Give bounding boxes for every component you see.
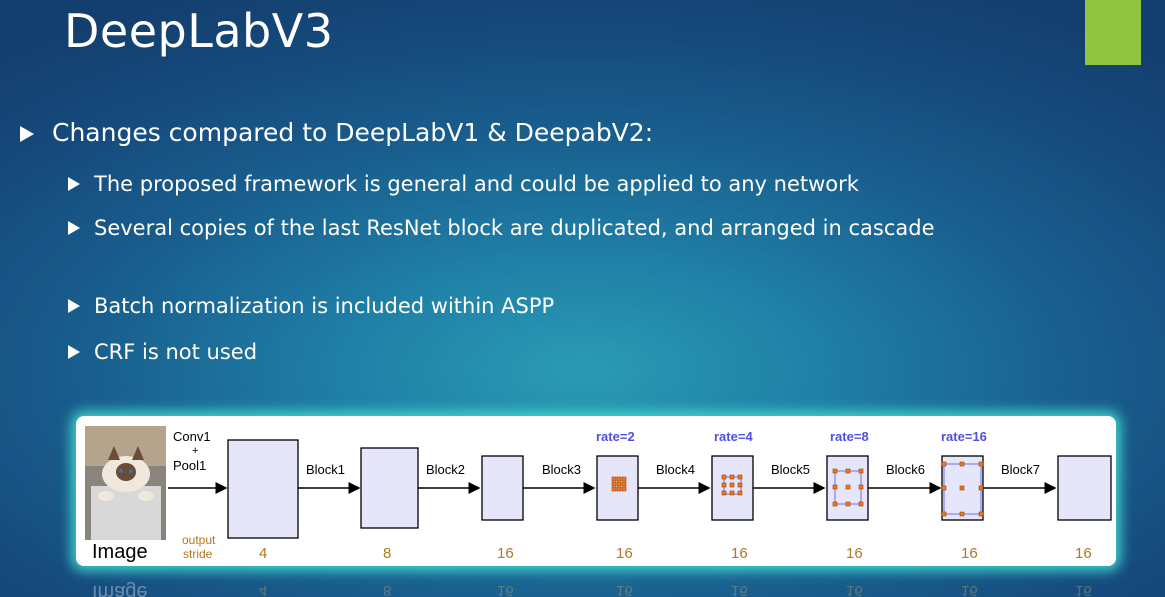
cat-image <box>85 426 166 540</box>
diagram-svg: Image Conv1 + Pool1 Block1 Block2 Block3… <box>85 426 1112 563</box>
reflection-stride: 16 <box>1075 582 1092 597</box>
rate4-label: rate=4 <box>714 429 753 444</box>
sub-bullet-text: The proposed framework is general and co… <box>94 172 859 196</box>
reflection-stride: 16 <box>846 582 863 597</box>
architecture-diagram: Image Conv1 + Pool1 Block1 Block2 Block3… <box>76 416 1116 566</box>
block7-label: Block7 <box>1001 462 1040 477</box>
rate8-label: rate=8 <box>830 429 869 444</box>
image-label: Image <box>92 541 148 563</box>
reflection-stride: 16 <box>961 582 978 597</box>
reflection-stride: 8 <box>383 582 391 597</box>
output-stride-label-2: stride <box>183 547 213 561</box>
bullet-main-text: Changes compared to DeepLabV1 & DeepabV2… <box>52 118 654 147</box>
block3-label: Block3 <box>542 462 581 477</box>
sub-bullet-text: Batch normalization is included within A… <box>94 294 555 318</box>
output-stride-label-1: output <box>182 533 216 547</box>
block1-label: Block1 <box>306 462 345 477</box>
output-feature-map <box>1057 455 1112 521</box>
kernel-rate-4-icon <box>721 474 743 496</box>
rate2-label: rate=2 <box>596 429 635 444</box>
reflection-stride: 16 <box>497 582 514 597</box>
stride-value: 16 <box>961 545 978 562</box>
kernel-rate-2-icon <box>611 476 627 492</box>
rate16-label: rate=16 <box>941 429 987 444</box>
stride-value: 16 <box>846 545 863 562</box>
stride-value: 16 <box>731 545 748 562</box>
feature-map-stride-4 <box>227 439 299 539</box>
sub-bullet-arrow-icon <box>68 177 80 191</box>
conv-label: Conv1 <box>173 429 211 444</box>
sub-bullet-arrow-icon <box>68 299 80 313</box>
block6-label: Block6 <box>886 462 925 477</box>
stride-value: 16 <box>616 545 633 562</box>
feature-map-stride-8 <box>360 447 419 529</box>
sub-bullet-arrow-icon <box>68 345 80 359</box>
block2-label: Block2 <box>426 462 465 477</box>
reflection-svg: Image 4 8 16 16 16 16 16 16 <box>92 581 1092 597</box>
sub-bullet-arrow-icon <box>68 221 80 235</box>
pool-label: Pool1 <box>173 458 206 473</box>
block5-label: Block5 <box>771 462 810 477</box>
block4-label: Block4 <box>656 462 695 477</box>
accent-square <box>1085 0 1141 65</box>
reflection-stride: 16 <box>731 582 748 597</box>
reflection-image-label: Image <box>92 581 148 597</box>
kernel-rate-8-icon <box>832 468 864 507</box>
stride-value: 16 <box>497 545 514 562</box>
sub-bullet-text: Several copies of the last ResNet block … <box>94 216 935 240</box>
reflection-stride: 16 <box>616 582 633 597</box>
diagram-reflection: Image 4 8 16 16 16 16 16 16 <box>76 570 1116 597</box>
feature-map-stride-16 <box>481 455 524 521</box>
stride-value: 8 <box>383 545 391 562</box>
bullet-arrow-icon <box>20 126 34 142</box>
stride-value: 4 <box>259 545 267 562</box>
sub-bullet-text: CRF is not used <box>94 340 258 364</box>
reflection-stride: 4 <box>259 582 267 597</box>
stride-value: 16 <box>1075 545 1092 562</box>
slide-title: DeepLabV3 <box>64 4 334 58</box>
plus-label: + <box>192 445 198 457</box>
atrous-block-rate-4 <box>711 455 754 521</box>
